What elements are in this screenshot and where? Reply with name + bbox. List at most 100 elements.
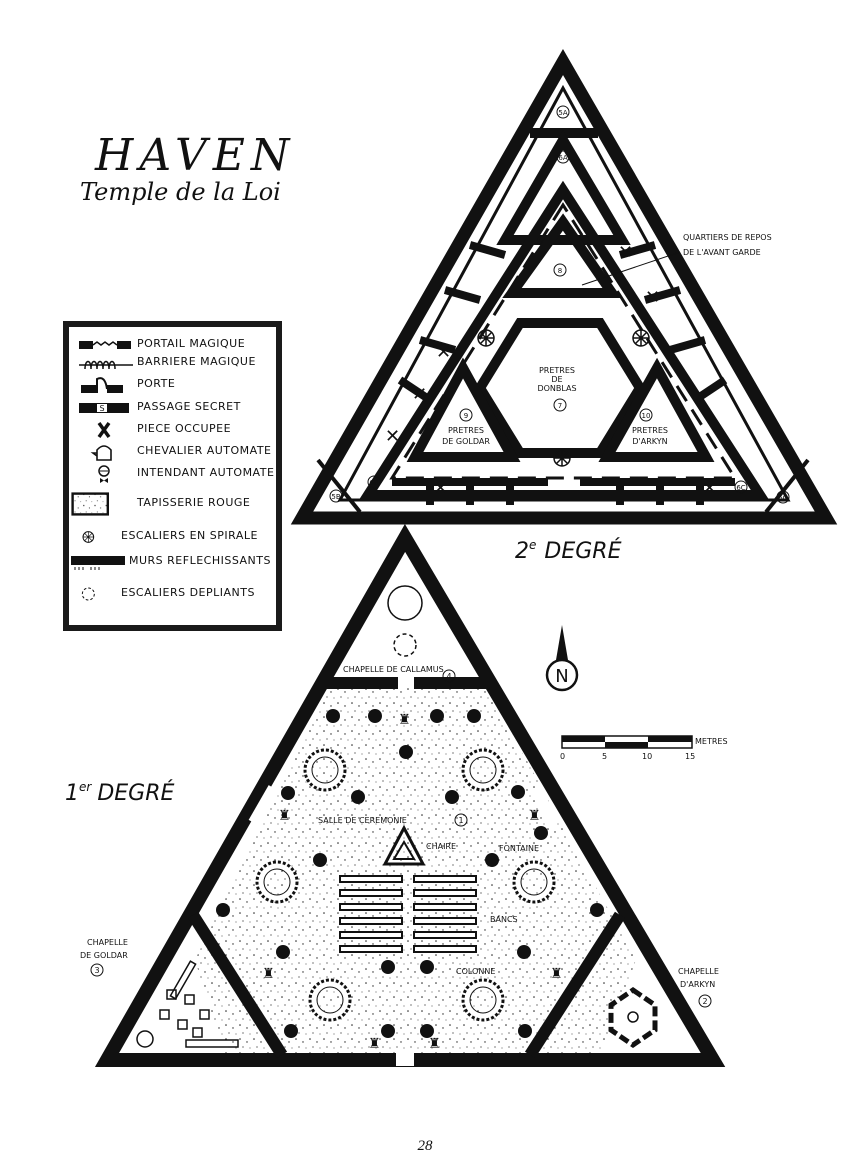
column <box>467 709 481 723</box>
legend-item: ESCALIERS EN SPIRALE <box>69 525 276 549</box>
goldar-priests-label-2: DE GOLDAR <box>442 437 490 446</box>
magic-barrier-icon <box>79 360 133 370</box>
bench <box>339 903 403 911</box>
outer-wall <box>290 48 838 525</box>
legend-label: ESCALIERS EN SPIRALE <box>121 529 258 542</box>
arkyn-priests-label-2: D'ARKYN <box>632 437 667 446</box>
column <box>313 853 327 867</box>
chapelle-goldar-label-2: DE GOLDAR <box>80 951 128 960</box>
legend-label: INTENDANT AUTOMATE <box>137 466 275 479</box>
automaton-knight-icon <box>90 445 112 461</box>
legend-item: INTENDANT AUTOMATE <box>69 462 276 486</box>
chapelle-arkyn-label-2: D'ARKYN <box>680 980 715 989</box>
column <box>517 945 531 959</box>
spiral-stairs-icon <box>82 531 95 543</box>
folding-stairs-icon <box>393 633 417 657</box>
column <box>430 709 444 723</box>
door-icon <box>81 377 123 393</box>
scale-tick: 5 <box>602 752 607 761</box>
column <box>399 745 413 759</box>
legend-item: CHEVALIER AUTOMATE <box>69 440 276 464</box>
bench <box>413 903 477 911</box>
colonne-label: COLONNE <box>456 967 495 976</box>
bench <box>339 945 403 953</box>
secret-passage-icon: S <box>79 403 129 413</box>
legend-item: PORTAIL MAGIQUE <box>69 333 276 357</box>
compass-north-label: N <box>555 666 568 687</box>
reflective-walls-icon <box>71 556 125 570</box>
svg-text:✕: ✕ <box>645 287 660 308</box>
level-2-plan: ✕✕✕ ✕✕✕ ✕ 5A 6A 8 7 9 10 5B 6B 6C 5C PRE… <box>290 48 838 525</box>
page-number: 28 <box>417 1138 433 1154</box>
room-5b: 5B <box>331 493 340 501</box>
chaire-label: CHAIRE <box>426 842 456 851</box>
columns <box>216 709 604 1038</box>
scale-bar: METRES 0 5 10 15 <box>560 735 728 761</box>
bench <box>339 889 403 897</box>
fountain <box>461 748 505 792</box>
magic-portal-icon <box>79 341 131 349</box>
svg-text:✕: ✕ <box>618 242 633 263</box>
bench <box>413 931 477 939</box>
room-3: 3 <box>94 966 99 975</box>
room-6b: 6B <box>369 479 378 487</box>
svg-text:S: S <box>99 404 104 413</box>
map-title: HAVEN <box>94 130 295 181</box>
compass-icon: N <box>545 625 579 692</box>
column <box>445 790 459 804</box>
column <box>590 903 604 917</box>
fountain <box>512 860 556 904</box>
column <box>420 1024 434 1038</box>
folding-stairs-icon <box>81 587 95 601</box>
legend-item: MURS REFLECHISSANTS <box>69 550 276 574</box>
map-legend: PORTAIL MAGIQUE BARRIERE MAGIQUE PORTE S… <box>63 321 282 631</box>
chapelle-arkyn-label-1: CHAPELLE <box>678 967 719 976</box>
salle-ceremonie-label: SALLE DE CEREMONIE <box>318 816 407 825</box>
scale-tick: 15 <box>685 752 695 761</box>
column <box>216 903 230 917</box>
automaton-knight-icon: ♜♜♜ ♜♜♜♜ <box>262 712 563 1052</box>
benches <box>339 875 477 953</box>
chapelle-callamus-label: CHAPELLE DE CALLAMUS <box>343 665 444 674</box>
svg-text:✕: ✕ <box>433 478 448 499</box>
automaton-steward-icon <box>98 465 110 483</box>
legend-item: PORTE <box>69 373 276 397</box>
room-5a: 5A <box>558 109 567 117</box>
column <box>485 853 499 867</box>
column <box>511 785 525 799</box>
donblas-label-1: PRETRES <box>539 366 575 375</box>
svg-text:♜: ♜ <box>398 712 411 728</box>
legend-label: BARRIERE MAGIQUE <box>137 355 256 368</box>
svg-text:✕: ✕ <box>412 384 427 405</box>
svg-text:♜: ♜ <box>368 1036 381 1052</box>
svg-text:✕: ✕ <box>436 342 451 363</box>
column <box>381 1024 395 1038</box>
pulpit <box>382 824 426 866</box>
room-5c: 5C <box>778 494 787 502</box>
folding-stairs-icon <box>387 585 423 621</box>
fountains <box>255 748 556 1022</box>
svg-text:♜: ♜ <box>262 966 275 982</box>
svg-text:✕: ✕ <box>702 478 717 499</box>
callout-line-1: QUARTIERS DE REPOS <box>683 233 772 242</box>
bench <box>413 917 477 925</box>
legend-item: BARRIERE MAGIQUE <box>69 351 276 375</box>
room-10: 10 <box>642 412 651 420</box>
red-tapestry-icon <box>71 492 109 516</box>
legend-label: TAPISSERIE ROUGE <box>137 496 251 509</box>
svg-text:✕: ✕ <box>385 426 400 447</box>
room-1: 1 <box>458 816 463 825</box>
svg-text:♜: ♜ <box>428 1036 441 1052</box>
fountain <box>255 860 299 904</box>
room-8: 8 <box>558 267 562 275</box>
fontaine-label: FONTAINE <box>499 844 539 853</box>
legend-item: PIECE OCCUPEE <box>69 418 276 442</box>
bench <box>413 945 477 953</box>
donblas-label-3: DONBLAS <box>537 384 576 393</box>
column <box>518 1024 532 1038</box>
room-6a: 6A <box>558 154 567 162</box>
column <box>351 790 365 804</box>
room-9: 9 <box>464 412 468 420</box>
